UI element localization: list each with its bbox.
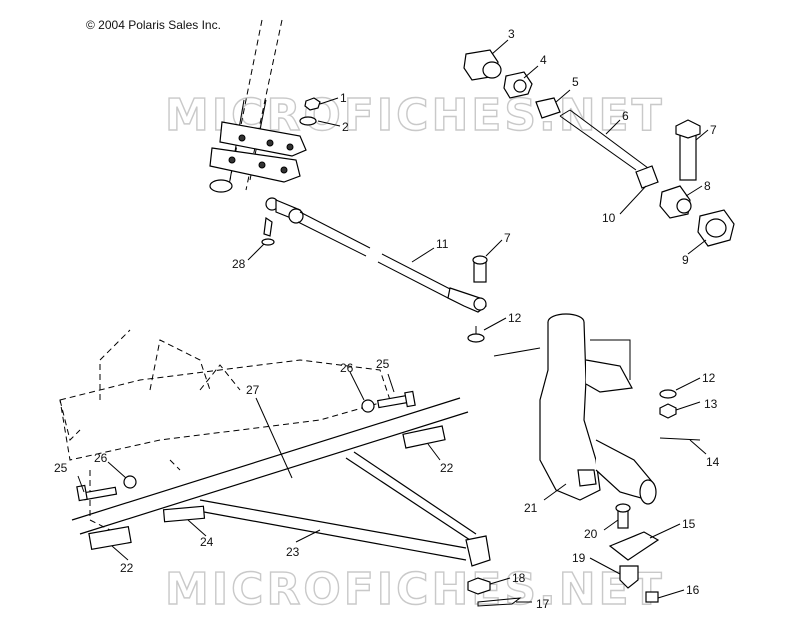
callout-15: 15 bbox=[682, 517, 696, 531]
cotter-pin-lower bbox=[477, 597, 522, 607]
callout-5: 5 bbox=[572, 75, 579, 89]
leader-lines bbox=[77, 39, 709, 603]
callout-14: 14 bbox=[706, 455, 720, 469]
a-arm-assembly bbox=[71, 397, 491, 567]
callout-22-right: 22 bbox=[440, 461, 454, 475]
callout-26-right: 26 bbox=[340, 361, 354, 375]
callout-27: 27 bbox=[246, 383, 260, 397]
callout-11: 11 bbox=[436, 237, 449, 251]
washer-part bbox=[299, 116, 317, 126]
callout-7-upper: 7 bbox=[710, 123, 717, 137]
callout-20: 20 bbox=[584, 527, 598, 541]
callout-24: 24 bbox=[200, 535, 214, 549]
callout-25-right: 25 bbox=[376, 357, 390, 371]
spindle-assembly bbox=[467, 313, 701, 603]
callout-9: 9 bbox=[682, 253, 689, 267]
callout-26-left: 26 bbox=[94, 451, 108, 465]
callout-7-lower: 7 bbox=[504, 231, 511, 245]
bushing-assembly-top bbox=[463, 49, 735, 247]
copyright-notice: © 2004 Polaris Sales Inc. bbox=[86, 18, 221, 32]
nut-part bbox=[304, 97, 321, 111]
callout-10: 10 bbox=[602, 211, 616, 225]
callout-12-left: 12 bbox=[508, 311, 522, 325]
callout-1: 1 bbox=[340, 91, 347, 105]
callout-2: 2 bbox=[342, 120, 349, 134]
callout-28: 28 bbox=[232, 257, 246, 271]
frame-outline bbox=[59, 329, 391, 531]
callout-19: 19 bbox=[572, 551, 586, 565]
callout-4: 4 bbox=[540, 53, 547, 67]
bolt-part bbox=[472, 255, 488, 283]
callout-17: 17 bbox=[536, 597, 550, 611]
callout-13: 13 bbox=[704, 397, 718, 411]
callout-25-left: 25 bbox=[54, 461, 68, 475]
callout-3: 3 bbox=[508, 27, 515, 41]
callout-21: 21 bbox=[524, 501, 538, 515]
callout-12-right: 12 bbox=[702, 371, 716, 385]
watermark-bottom: MICROFICHES.NET bbox=[165, 564, 665, 615]
callout-16: 16 bbox=[686, 583, 700, 597]
callout-23: 23 bbox=[286, 545, 300, 559]
bolt-washer-right bbox=[361, 390, 416, 413]
tie-rod-assembly bbox=[261, 197, 487, 313]
callout-8: 8 bbox=[704, 179, 711, 193]
callouts: 1 2 3 4 5 6 7 7 8 9 10 11 12 12 13 14 15… bbox=[54, 27, 720, 611]
bolt-washer-left bbox=[76, 475, 137, 502]
callout-18: 18 bbox=[512, 571, 526, 585]
callout-6: 6 bbox=[622, 109, 629, 123]
nut-lower bbox=[467, 577, 491, 595]
steering-post bbox=[209, 19, 307, 193]
callout-22-left: 22 bbox=[120, 561, 134, 575]
